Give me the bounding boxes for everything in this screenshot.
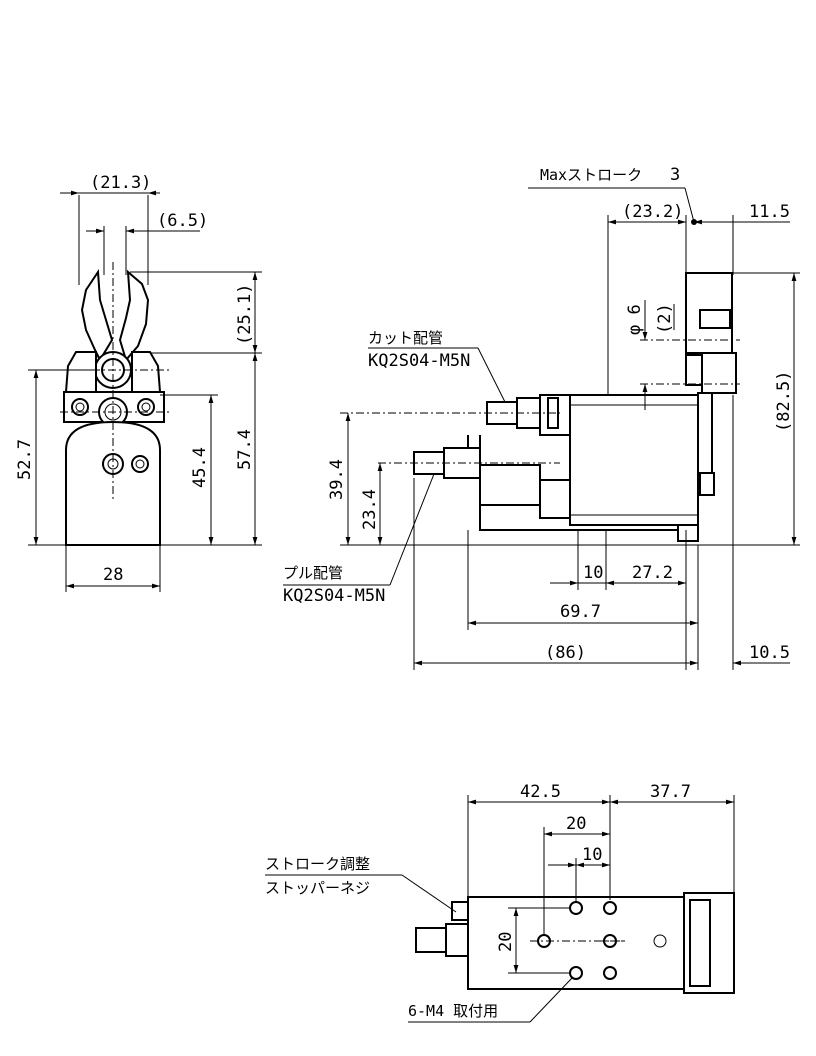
max-stroke-label: Maxストローク (540, 166, 642, 184)
dim-height-total: 52.7 (15, 439, 35, 480)
dim-dia: φ 6 (625, 304, 645, 335)
dim-length-right: 10.5 (749, 643, 790, 663)
front-view: (21.3) (6.5) (25.1) 52.7 45.4 57.4 28 (15, 173, 262, 592)
dim-width-right: 37.7 (650, 782, 691, 802)
dim-width-base: 28 (103, 565, 123, 585)
dim-offset-b: 27.2 (632, 563, 673, 583)
dim-top-right: 11.5 (749, 202, 790, 222)
port-b (131, 455, 149, 473)
cut-port-part: KQ2S04-M5N (368, 351, 470, 371)
mount-hole (569, 901, 583, 915)
mount-hole (569, 966, 583, 980)
dim-length-a: 69.7 (560, 602, 601, 622)
lower-cyl (479, 464, 541, 506)
cylinder-body (569, 394, 699, 526)
dim-width-left: 42.5 (520, 782, 561, 802)
side-view: Maxストローク 3 (23.2) 11.5 φ 6 (2) (82.5) 39… (283, 165, 800, 670)
dim-jaw-tip: (6.5) (157, 211, 208, 231)
dim-height-a: 39.4 (327, 459, 347, 500)
dim-height-right: (82.5) (774, 371, 794, 432)
dim-jaw-height: (25.1) (235, 284, 255, 345)
stopper-label-1: ストローク調整 (265, 855, 370, 873)
dim-width-jaw: (21.3) (90, 173, 151, 193)
mount-hole (603, 966, 617, 980)
left-jaw (80, 269, 114, 363)
dim-small: (2) (655, 303, 675, 334)
bolt-left (71, 398, 89, 416)
right-column (697, 392, 713, 474)
dim-height-b: 23.4 (360, 489, 380, 530)
dim-length-total: (86) (545, 643, 586, 663)
pull-port-part: KQ2S04-M5N (283, 586, 385, 606)
dim-pitch-b: 10 (582, 845, 602, 865)
head-block-r (131, 351, 162, 393)
bottom-fitting (415, 927, 447, 953)
dim-height-center: 57.4 (235, 429, 255, 470)
dim-offset-a: 10 (583, 563, 603, 583)
max-stroke-value: 3 (670, 165, 680, 185)
bottom-view: 42.5 37.7 20 10 20 ストローク調整 ストッパーネジ 6-M4 … (265, 782, 735, 1023)
lower-head (539, 479, 571, 519)
dim-height-mid: 45.4 (190, 447, 210, 488)
dim-top-left: (23.2) (622, 202, 683, 222)
bolt-right (137, 398, 155, 416)
stopper-label-2: ストッパーネジ (265, 879, 370, 897)
mount-hole (603, 901, 617, 915)
right-jaw (118, 269, 150, 363)
dim-pitch-a: 20 (566, 814, 586, 834)
stopper-screw (451, 901, 469, 921)
dim-pitch-v: 20 (496, 932, 516, 952)
pin-hole (653, 934, 667, 948)
pull-port-label: プル配管 (283, 564, 343, 582)
mount-label: 6-M4 取付用 (408, 1002, 498, 1020)
cut-port-label: カット配管 (368, 329, 443, 347)
mid-block (701, 352, 737, 394)
head-block (64, 351, 97, 393)
